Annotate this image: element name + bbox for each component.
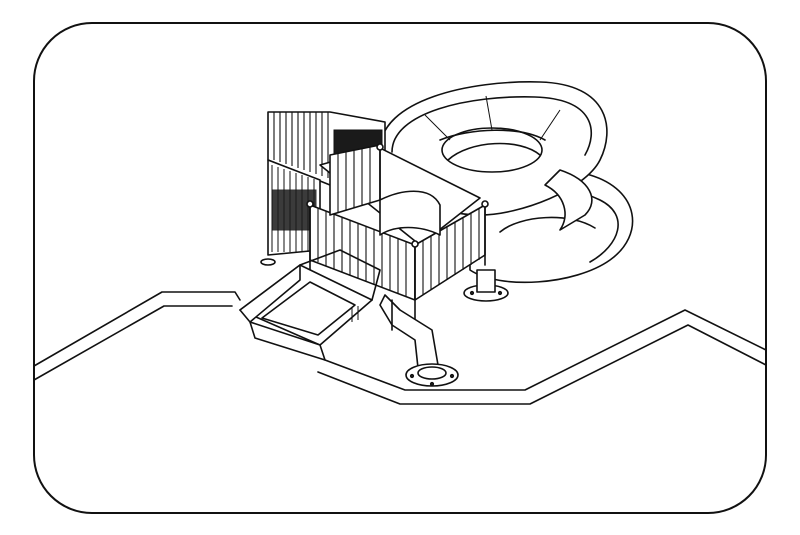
pool-deck-outline	[33, 291, 767, 405]
frame-border	[33, 22, 767, 514]
straight-flume	[239, 249, 381, 361]
tower-platform	[306, 143, 489, 321]
spiral-flume	[379, 81, 634, 302]
support-column	[379, 294, 459, 387]
